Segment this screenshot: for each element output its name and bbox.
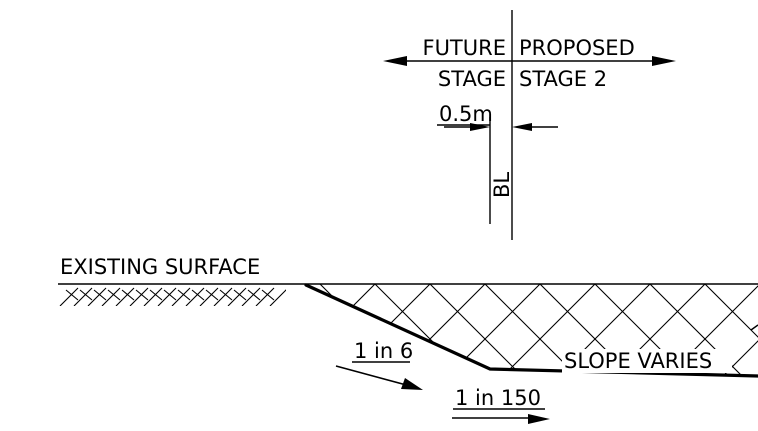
label-baseline: BL <box>490 172 514 198</box>
arrow-left-small-icon <box>512 123 532 131</box>
stage-boundary-group <box>383 10 676 240</box>
label-offset: 0.5m <box>439 102 493 126</box>
ground-hatch <box>59 287 286 306</box>
label-future-stage: STAGE <box>438 67 506 91</box>
upper-slope-arrow-line <box>335 365 411 387</box>
label-proposed: PROPOSED <box>519 36 635 60</box>
label-existing-surface: EXISTING SURFACE <box>60 255 260 279</box>
arrow-right-icon <box>652 56 676 66</box>
slope-varies-label-bg <box>562 349 732 373</box>
offset-dimension: 0.5m BL <box>437 102 558 224</box>
label-lower-slope: 1 in 150 <box>455 386 541 410</box>
lower-slope-arrow-icon <box>528 414 550 424</box>
label-upper-slope: 1 in 6 <box>354 339 413 363</box>
arrow-left-icon <box>383 56 407 66</box>
formation-profile <box>304 283 758 378</box>
upper-slope-arrow-icon <box>401 378 423 390</box>
fill-edge-tick <box>750 324 758 331</box>
label-proposed-stage: STAGE 2 <box>519 67 607 91</box>
label-future: FUTURE <box>422 36 506 60</box>
arrow-right-small-icon <box>470 123 490 131</box>
label-slope-varies: SLOPE VARIES <box>564 349 712 373</box>
